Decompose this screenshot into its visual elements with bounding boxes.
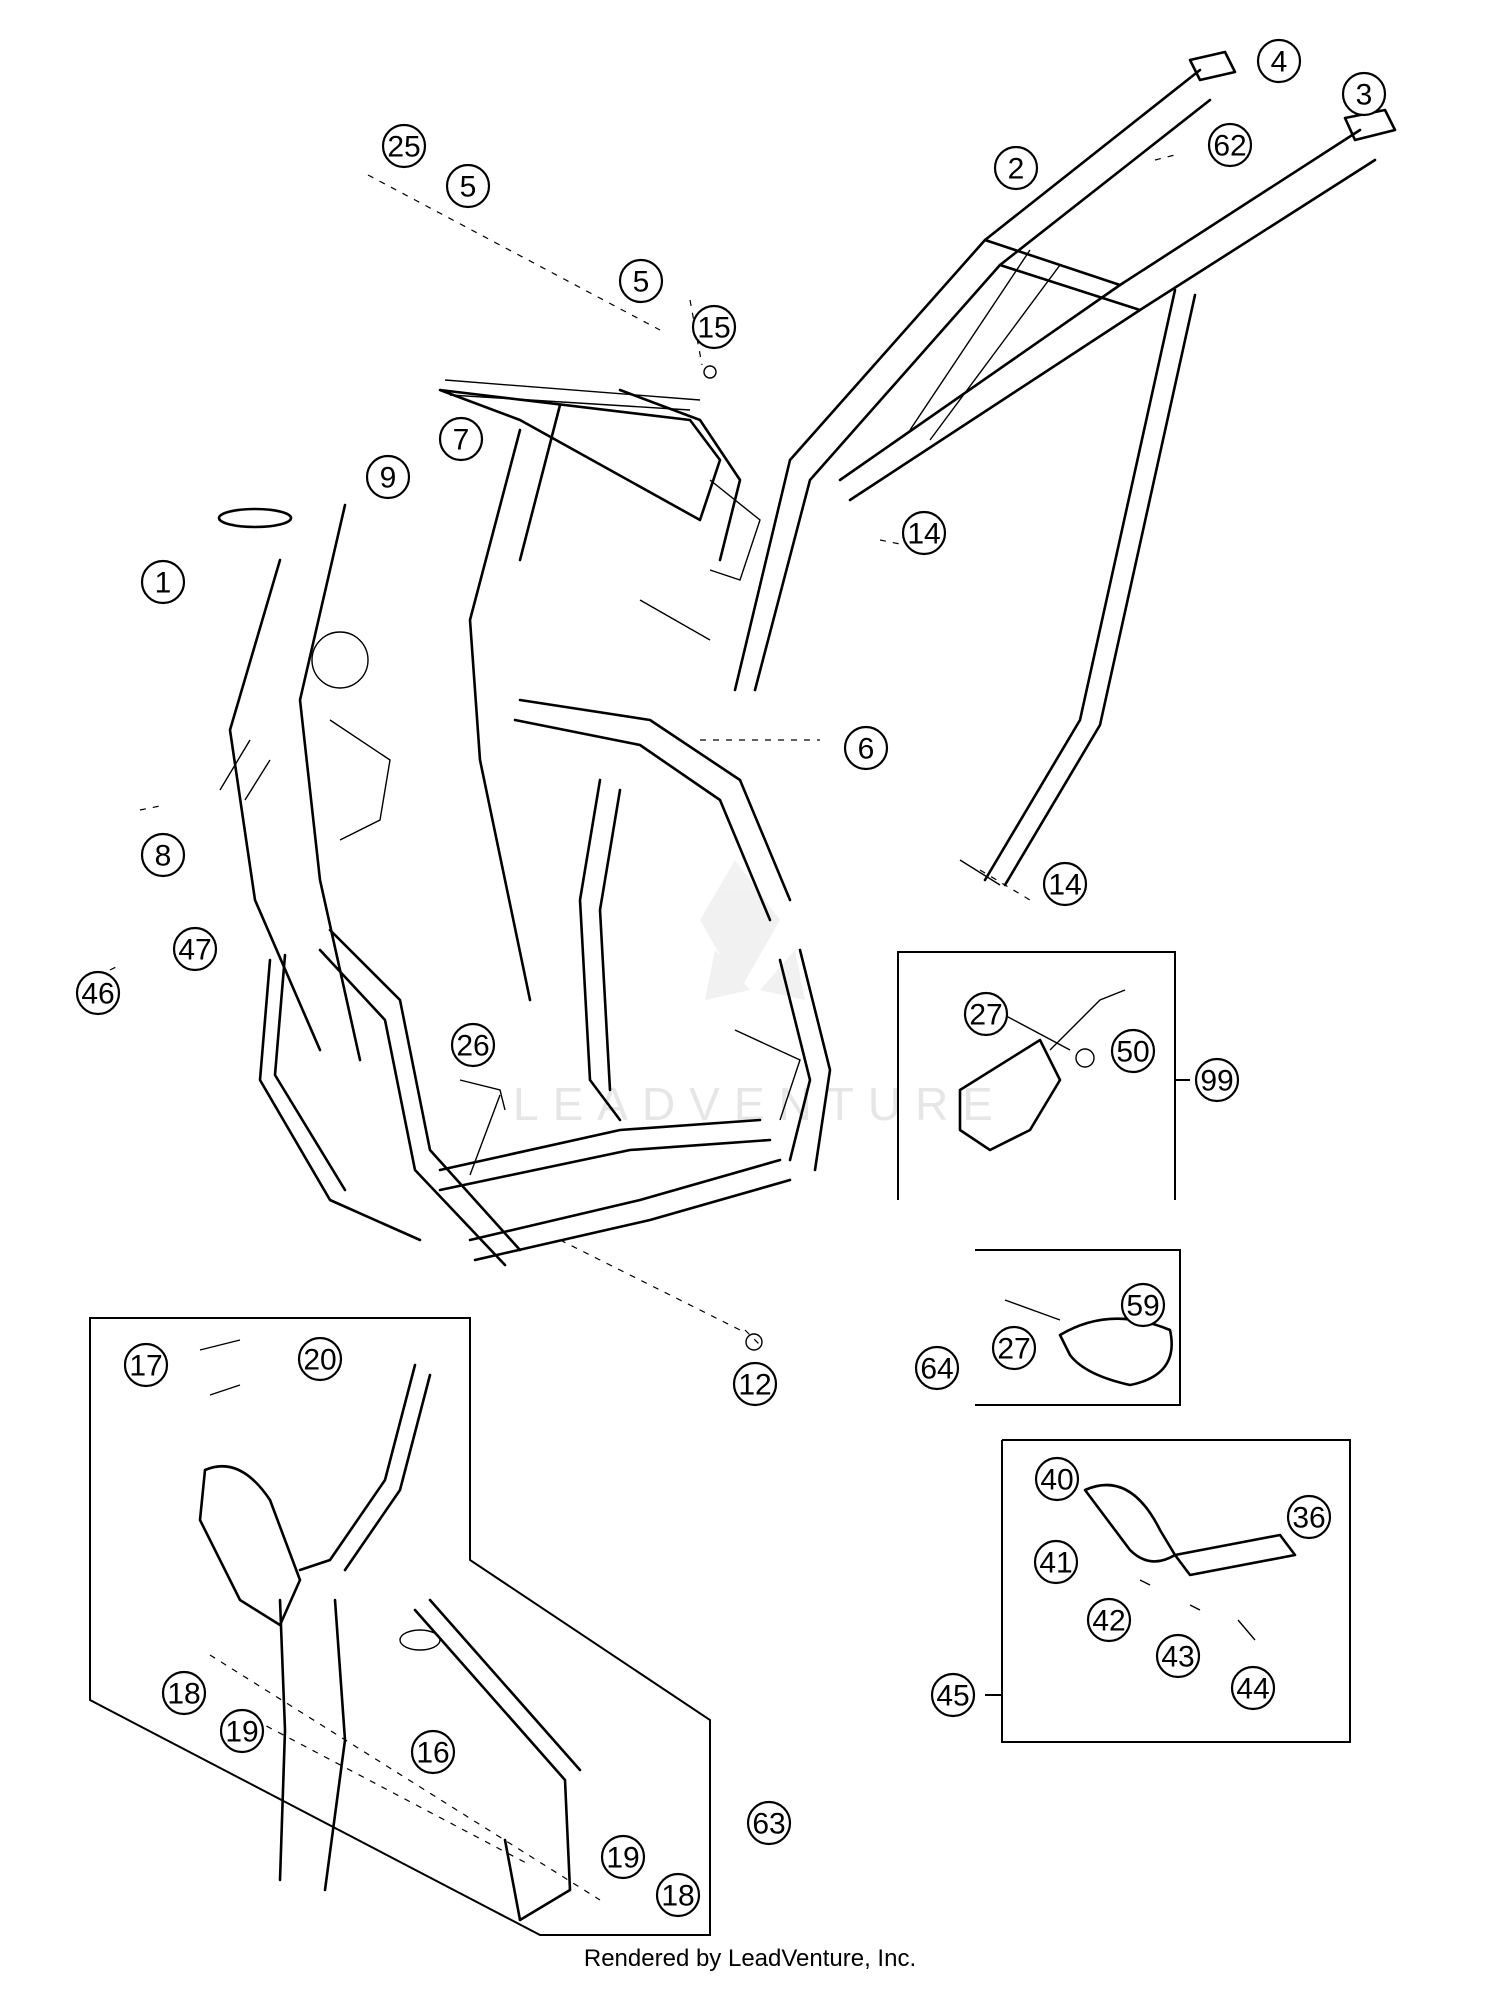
callout-3[interactable]: 3 xyxy=(1341,71,1387,117)
svg-text:18: 18 xyxy=(167,1678,200,1711)
svg-text:59: 59 xyxy=(1126,1290,1159,1323)
svg-text:64: 64 xyxy=(920,1353,953,1386)
svg-text:42: 42 xyxy=(1092,1605,1125,1638)
svg-text:15: 15 xyxy=(697,312,730,345)
callout-4[interactable]: 4 xyxy=(1256,38,1302,84)
svg-text:18: 18 xyxy=(661,1880,694,1913)
svg-text:44: 44 xyxy=(1236,1673,1269,1706)
callout-44[interactable]: 44 xyxy=(1230,1665,1276,1711)
main-frame-drawing xyxy=(217,379,832,1267)
svg-text:17: 17 xyxy=(129,1350,162,1383)
callout-8[interactable]: 8 xyxy=(140,832,186,878)
assembly-lines xyxy=(109,154,1176,1351)
callout-43[interactable]: 43 xyxy=(1155,1633,1201,1679)
callout-5a[interactable]: 5 xyxy=(445,163,491,209)
callout-99[interactable]: 99 xyxy=(1194,1057,1240,1103)
callout-25[interactable]: 25 xyxy=(381,123,427,169)
callout-1[interactable]: 1 xyxy=(140,559,186,605)
svg-text:9: 9 xyxy=(380,462,397,495)
svg-text:6: 6 xyxy=(858,733,875,766)
callout-19a[interactable]: 19 xyxy=(219,1708,265,1754)
svg-text:19: 19 xyxy=(225,1716,258,1749)
svg-text:50: 50 xyxy=(1116,1036,1149,1069)
callout-20[interactable]: 20 xyxy=(297,1336,343,1382)
svg-text:5: 5 xyxy=(633,266,650,299)
callout-12[interactable]: 12 xyxy=(732,1361,778,1407)
callout-62[interactable]: 62 xyxy=(1207,122,1253,168)
callout-59[interactable]: 59 xyxy=(1120,1282,1166,1328)
svg-text:45: 45 xyxy=(936,1680,969,1713)
svg-text:20: 20 xyxy=(303,1344,336,1377)
svg-text:25: 25 xyxy=(387,131,420,164)
callout-27a[interactable]: 27 xyxy=(963,991,1009,1037)
callout-40[interactable]: 40 xyxy=(1034,1456,1080,1502)
svg-text:8: 8 xyxy=(155,840,172,873)
callout-64[interactable]: 64 xyxy=(914,1345,960,1391)
callout-47[interactable]: 47 xyxy=(172,926,218,972)
callout-41[interactable]: 41 xyxy=(1033,1539,1079,1585)
callout-9[interactable]: 9 xyxy=(365,454,411,500)
svg-text:46: 46 xyxy=(81,978,114,1011)
svg-text:41: 41 xyxy=(1039,1547,1072,1580)
callout-45[interactable]: 45 xyxy=(930,1672,976,1718)
svg-text:99: 99 xyxy=(1200,1065,1233,1098)
box-63 xyxy=(89,1317,711,1936)
svg-text:19: 19 xyxy=(606,1842,639,1875)
box-45-part xyxy=(1083,1483,1297,1641)
callout-50[interactable]: 50 xyxy=(1110,1028,1156,1074)
svg-text:26: 26 xyxy=(456,1030,489,1063)
box-45 xyxy=(1001,1439,1351,1743)
svg-text:4: 4 xyxy=(1271,46,1288,79)
callout-14a[interactable]: 14 xyxy=(901,510,947,556)
callout-14b[interactable]: 14 xyxy=(1042,861,1088,907)
callout-42[interactable]: 42 xyxy=(1086,1597,1132,1643)
callout-5b[interactable]: 5 xyxy=(618,258,664,304)
box-64 xyxy=(975,1249,1181,1406)
callout-27b[interactable]: 27 xyxy=(991,1325,1037,1371)
svg-text:5: 5 xyxy=(460,171,477,204)
watermark-logo xyxy=(700,860,805,1000)
svg-text:62: 62 xyxy=(1213,130,1246,163)
credit-text: Rendered by LeadVenture, Inc. xyxy=(583,1945,917,1972)
svg-text:3: 3 xyxy=(1356,79,1373,112)
svg-text:27: 27 xyxy=(997,1333,1030,1366)
callout-17[interactable]: 17 xyxy=(123,1342,169,1388)
callout-36[interactable]: 36 xyxy=(1286,1494,1332,1540)
box-64-part xyxy=(1004,1299,1173,1387)
box-99 xyxy=(897,951,1176,1200)
svg-text:2: 2 xyxy=(1008,153,1025,186)
callout-7[interactable]: 7 xyxy=(438,416,484,462)
subframe-drawing xyxy=(733,50,1397,887)
svg-text:40: 40 xyxy=(1040,1464,1073,1497)
callout-15[interactable]: 15 xyxy=(691,304,737,350)
callout-18a[interactable]: 18 xyxy=(161,1670,207,1716)
callout-6[interactable]: 6 xyxy=(843,725,889,771)
box-63-part xyxy=(198,1339,601,1922)
svg-text:47: 47 xyxy=(178,934,211,967)
svg-text:63: 63 xyxy=(752,1808,785,1841)
callout-26[interactable]: 26 xyxy=(450,1022,496,1068)
svg-text:12: 12 xyxy=(738,1369,771,1402)
svg-text:7: 7 xyxy=(453,424,470,457)
callout-18b[interactable]: 18 xyxy=(655,1872,701,1918)
callout-16[interactable]: 16 xyxy=(410,1729,456,1775)
svg-text:43: 43 xyxy=(1161,1641,1194,1674)
watermark-text: LEADVENTURE xyxy=(513,1078,1007,1130)
svg-text:1: 1 xyxy=(155,567,172,600)
svg-text:14: 14 xyxy=(907,518,940,551)
callout-63[interactable]: 63 xyxy=(746,1800,792,1846)
svg-text:27: 27 xyxy=(969,999,1002,1032)
callout-19b[interactable]: 19 xyxy=(600,1834,646,1880)
callout-2[interactable]: 2 xyxy=(993,145,1039,191)
svg-text:14: 14 xyxy=(1048,869,1081,902)
box-99-part xyxy=(958,989,1126,1152)
callout-46[interactable]: 46 xyxy=(75,970,121,1016)
svg-text:36: 36 xyxy=(1292,1502,1325,1535)
svg-text:16: 16 xyxy=(416,1737,449,1770)
